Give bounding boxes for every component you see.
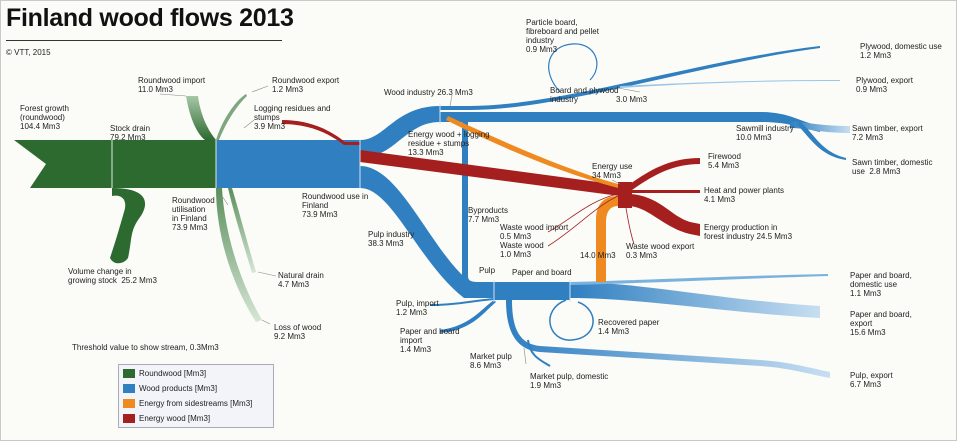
label-roundwood-use: Roundwood use in Finland 73.9 Mm3 bbox=[302, 192, 369, 219]
flow-byproducts bbox=[462, 116, 478, 286]
label-waste-wood: Waste wood 1.0 Mm3 bbox=[500, 241, 544, 259]
flow-logging-residues bbox=[282, 120, 360, 145]
label-energy-forest: Energy production in forest industry 24.… bbox=[704, 223, 793, 241]
label-energy-wood-logging: Energy wood + logging residue + stumps 1… bbox=[408, 130, 490, 157]
flow-waste-wood-export bbox=[625, 207, 635, 245]
label-paper-board: Paper and board bbox=[512, 268, 572, 277]
flow-energy-forest bbox=[630, 194, 700, 236]
label-logging-residues: Logging residues and stumps 3.9 Mm3 bbox=[254, 104, 331, 131]
label-wood-industry: Wood industry 26.3 Mm3 bbox=[384, 88, 473, 97]
label-sawmill: Sawmill industry 10.0 Mm3 bbox=[736, 124, 794, 142]
flow-market-pulp-domestic bbox=[527, 339, 551, 367]
label-natural-drain: Natural drain 4.7 Mm3 bbox=[278, 271, 324, 289]
flow-heat-power bbox=[630, 190, 700, 193]
label-energy-use: Energy use 34 Mm3 bbox=[592, 162, 633, 180]
legend-swatch bbox=[123, 414, 135, 424]
label-paper-export: Paper and board, export 15.6 Mm3 bbox=[850, 310, 912, 337]
flow-waste-wood bbox=[547, 195, 619, 247]
legend-swatch bbox=[123, 399, 135, 409]
flow-pulp-paper bbox=[494, 282, 570, 300]
title-underline bbox=[6, 40, 282, 41]
label-pulp-import: Pulp, import 1.2 Mm3 bbox=[396, 299, 439, 317]
label-plywood-export: Plywood, export 0.9 Mm3 bbox=[856, 76, 913, 94]
flow-plywood-export bbox=[620, 80, 840, 88]
label-sawn-domestic: Sawn timber, domestic use 2.8 Mm3 bbox=[852, 158, 933, 176]
label-particle-board: Particle board, fibreboard and pellet in… bbox=[526, 18, 599, 54]
label-roundwood-export: Roundwood export 1.2 Mm3 bbox=[272, 76, 340, 94]
flow-pulp-import bbox=[430, 298, 494, 306]
diagram-title: Finland wood flows 2013 bbox=[6, 4, 294, 32]
threshold-note: Threshold value to show stream, 0.3Mm3 bbox=[72, 343, 219, 352]
flow-loss-of-wood bbox=[216, 188, 262, 322]
label-stock-drain: Stock drain 79.2 Mm3 bbox=[110, 124, 151, 142]
flow-roundwood-export bbox=[216, 94, 247, 140]
legend-swatch bbox=[123, 384, 135, 394]
flow-forest-growth bbox=[14, 140, 112, 188]
legend-swatch bbox=[123, 369, 135, 379]
flow-pulp-export bbox=[506, 300, 830, 378]
label-waste-wood-import: Waste wood import 0.5 Mm3 bbox=[500, 223, 569, 241]
label-loss-of-wood: Loss of wood 9.2 Mm3 bbox=[274, 323, 322, 341]
label-forest-growth: Forest growth (roundwood) 104.4 Mm3 bbox=[20, 104, 69, 131]
flow-recovered-paper-loop bbox=[549, 299, 594, 341]
flow-natural-drain bbox=[228, 188, 256, 273]
flow-paper-import bbox=[440, 300, 496, 333]
label-byproducts: Byproducts 7.7 Mm3 bbox=[468, 206, 509, 224]
legend: Roundwood [Mm3] Wood products [Mm3] Ener… bbox=[118, 364, 274, 428]
label-firewood: Firewood 5.4 Mm3 bbox=[708, 152, 741, 170]
flow-wood-industry bbox=[360, 106, 440, 158]
flow-stock-drain bbox=[112, 140, 216, 188]
flow-particle-board-loop bbox=[548, 43, 598, 93]
legend-item-energy-wood: Energy wood [Mm3] bbox=[123, 412, 210, 425]
flow-sawmill bbox=[440, 112, 820, 132]
label-paper-domestic: Paper and board, domestic use 1.1 Mm3 bbox=[850, 271, 912, 298]
flow-sawn-domestic bbox=[796, 122, 846, 160]
flow-sawn-export bbox=[790, 122, 850, 133]
legend-item-roundwood: Roundwood [Mm3] bbox=[123, 367, 206, 380]
label-pulp-industry: Pulp industry 38.3 Mm3 bbox=[368, 230, 415, 248]
legend-item-sidestreams: Energy from sidestreams [Mm3] bbox=[123, 397, 252, 410]
label-waste-wood-export: Waste wood export 0.3 Mm3 bbox=[626, 242, 695, 260]
label-sawn-export: Sawn timber, export 7.2 Mm3 bbox=[852, 124, 923, 142]
label-heat-power: Heat and power plants 4.1 Mm3 bbox=[704, 186, 785, 204]
flow-roundwood-import bbox=[186, 96, 216, 140]
flow-roundwood-use bbox=[216, 140, 360, 188]
label-volume-change: Volume change in growing stock 25.2 Mm3 bbox=[68, 267, 157, 285]
label-board-plywood-value: 3.0 Mm3 bbox=[616, 95, 648, 104]
flow-energy-wood bbox=[360, 150, 620, 196]
credit-text: © VTT, 2015 bbox=[6, 48, 51, 57]
flow-board-plywood bbox=[440, 46, 820, 110]
flow-sidestream-pulp bbox=[596, 196, 618, 282]
label-pulp: Pulp bbox=[479, 266, 496, 275]
flow-sidestream-wood bbox=[446, 116, 618, 188]
label-recovered-paper: Recovered paper 1.4 Mm3 bbox=[598, 318, 660, 336]
flow-paper-domestic bbox=[570, 274, 828, 285]
label-paper-board-import: Paper and board import 1.4 Mm3 bbox=[400, 327, 460, 354]
flow-firewood bbox=[630, 158, 700, 190]
label-pulp-export: Pulp, export 6.7 Mm3 bbox=[850, 371, 893, 389]
flow-volume-change bbox=[110, 188, 146, 264]
label-roundwood-import: Roundwood import 11.0 Mm3 bbox=[138, 76, 206, 94]
node-energy-use bbox=[618, 182, 632, 208]
legend-item-wood-products: Wood products [Mm3] bbox=[123, 382, 217, 395]
label-board-plywood: Board and plywood industry bbox=[550, 86, 619, 104]
flow-paper-export bbox=[570, 282, 820, 318]
flow-pulp-industry bbox=[360, 166, 494, 298]
label-market-pulp-domestic: Market pulp, domestic 1.9 Mm3 bbox=[530, 372, 609, 390]
label-value-14: 14.0 Mm3 bbox=[580, 251, 616, 260]
label-market-pulp: Market pulp 8.6 Mm3 bbox=[470, 352, 512, 370]
flow-waste-wood-import bbox=[547, 193, 619, 233]
label-roundwood-utilisation: Roundwood utilisation in Finland 73.9 Mm… bbox=[172, 196, 215, 232]
label-plywood-domestic: Plywood, domestic use 1.2 Mm3 bbox=[860, 42, 942, 60]
